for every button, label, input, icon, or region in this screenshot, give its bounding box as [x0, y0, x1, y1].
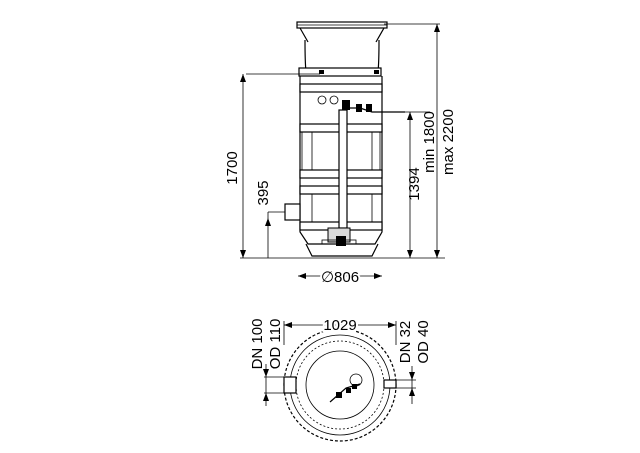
dim-395: 395	[255, 180, 285, 258]
dim-1029-label: 1029	[323, 317, 356, 334]
outlet-od-label: OD 40	[415, 320, 432, 363]
top-view: 1029 DN 100 OD 110 DN 32 OD 40	[249, 315, 432, 442]
dim-1394: 1394	[406, 112, 423, 258]
inlet-openings	[317, 95, 339, 105]
dim-1029: 1029	[283, 315, 397, 345]
inlet-dim: DN 100 OD 110	[249, 319, 284, 406]
dim-395-label: 395	[255, 180, 272, 205]
dim-min-max: min 1800 max 2200	[384, 23, 457, 258]
dim-1700-label: 1700	[224, 151, 241, 184]
tank-base	[305, 243, 379, 257]
extension-ring	[246, 67, 382, 77]
side-view: 1700 395 1394 min 1800 max 2200	[224, 21, 457, 288]
dim-1394-label: 1394	[406, 167, 423, 200]
outlet-pipe-top	[383, 379, 397, 389]
riser-pipe	[338, 100, 430, 229]
outlet-dn-label: DN 32	[397, 321, 414, 364]
inlet-pipe-top	[283, 376, 297, 394]
outer-ring	[283, 328, 397, 442]
pump	[321, 227, 357, 246]
shaft-cover	[296, 21, 388, 73]
outlet-dim: DN 32 OD 40	[396, 320, 432, 404]
dim-max-label: max 2200	[440, 109, 457, 175]
inlet-pipe-side	[284, 203, 301, 221]
dim-1700: 1700	[224, 74, 246, 258]
dim-806: ∅806	[298, 267, 382, 288]
inlet-od-label: OD 110	[267, 319, 284, 370]
inlet-dn-label: DN 100	[249, 319, 266, 370]
dim-min-label: min 1800	[421, 111, 438, 173]
dim-806-label: ∅806	[321, 269, 359, 286]
pump-top	[329, 373, 363, 403]
